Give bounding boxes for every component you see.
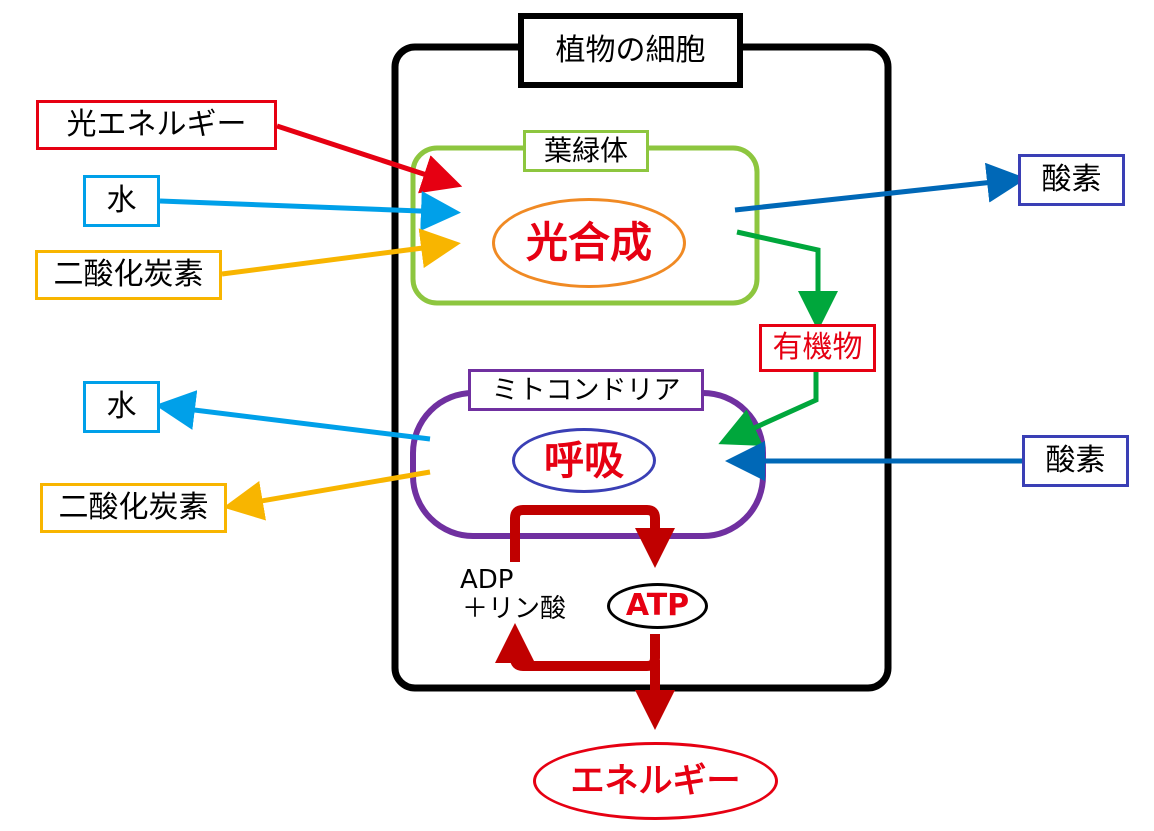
organic-to-mitochondria-arrow (718, 372, 819, 446)
mitochondria-label: ミトコンドリア (468, 369, 704, 411)
adp-to-atp-arrow (510, 505, 675, 568)
cell-title: 植物の細胞 (518, 13, 743, 88)
water-in-label: 水 (83, 175, 160, 227)
atp-to-adp-arrow (495, 623, 660, 671)
co2-in-label: 二酸化炭素 (35, 250, 222, 300)
adp-label-line2: ＋リン酸 (462, 594, 567, 624)
light-energy-label: 光エネルギー (36, 100, 277, 150)
photosynthesis-ellipse: 光合成 (492, 198, 686, 288)
water-in-arrow (159, 191, 461, 232)
co2-out-arrow (223, 469, 431, 521)
adp-label-line1: ADP (460, 565, 514, 595)
co2-out-label: 二酸化炭素 (40, 483, 227, 533)
energy-ellipse: エネルギー (533, 742, 778, 820)
atp-ellipse: ATP (607, 583, 708, 629)
organic-matter-label: 有機物 (759, 324, 876, 372)
oxygen-out-arrow (734, 162, 1027, 213)
water-out-label: 水 (83, 381, 160, 433)
chloroplast-label: 葉緑体 (523, 130, 649, 172)
respiration-ellipse: 呼吸 (512, 428, 656, 493)
oxygen-in-label: 酸素 (1022, 435, 1129, 487)
oxygen-out-label: 酸素 (1018, 154, 1125, 206)
water-out-arrow (155, 390, 431, 442)
light-energy-arrow (276, 123, 463, 194)
co2-in-arrow (221, 228, 461, 277)
organic-matter-arrow (736, 229, 838, 331)
